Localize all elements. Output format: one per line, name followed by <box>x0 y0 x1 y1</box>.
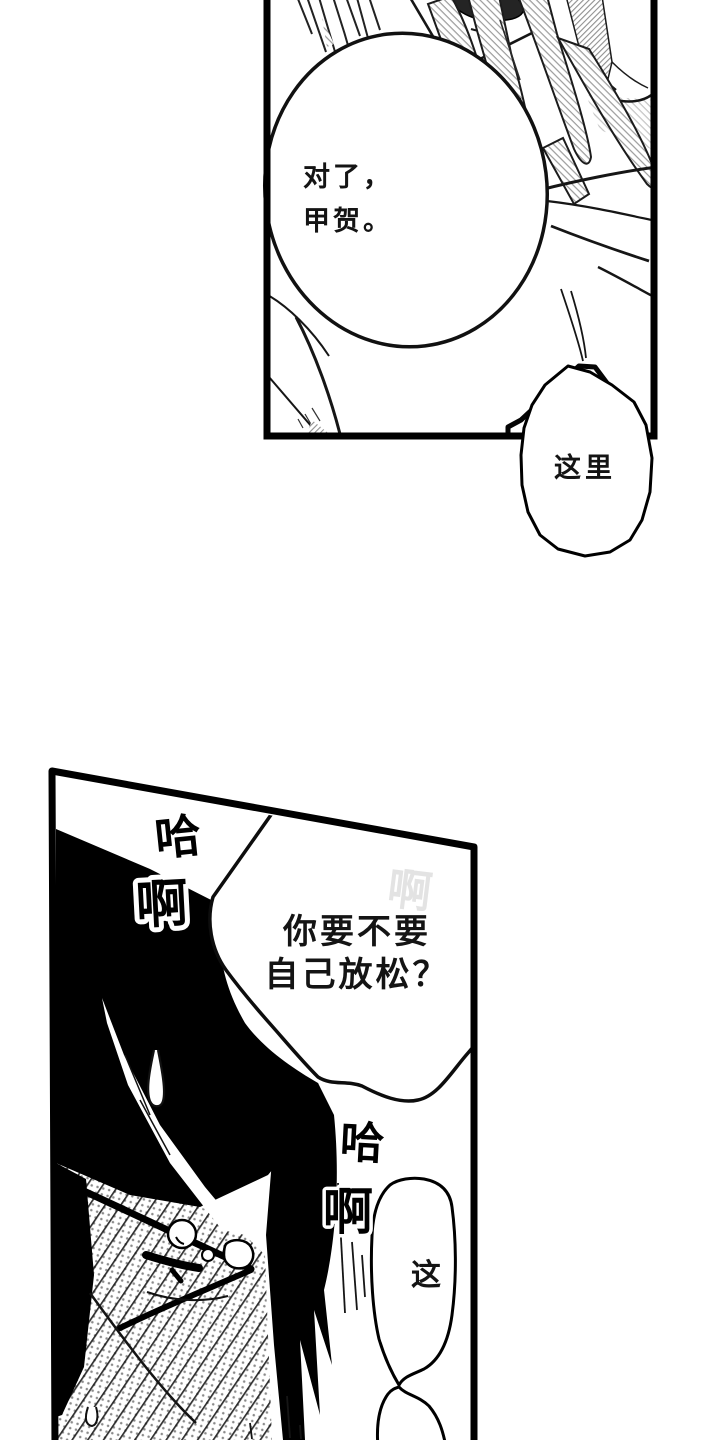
tear-highlight <box>175 1236 185 1245</box>
speech-bubble-main: 对了， 甲贺。 <box>262 31 550 349</box>
bottom-panel-border <box>48 767 478 1440</box>
small-bubble-group: 这 <box>369 1176 457 1440</box>
lower-lid-curve <box>117 1267 254 1331</box>
hair-tone-fleck <box>322 18 334 47</box>
closed-eye-lash <box>142 1251 203 1272</box>
side-bubble-here: 这里 <box>519 364 654 558</box>
cheek-contour <box>88 1292 197 1424</box>
dialogue-line-2: 甲贺。 <box>303 206 393 236</box>
corner-tone <box>307 420 329 433</box>
eye <box>55 1175 255 1331</box>
tear-drop-small <box>201 1248 215 1262</box>
speed-lines <box>249 1182 366 1440</box>
bottom-panel: 啊 你要不要 自己放松？ 这 哈 啊 哈 啊 <box>48 767 478 1440</box>
dialogue2-line-1: 你要不要 <box>282 913 431 951</box>
top-panel-border <box>263 0 658 440</box>
side-bubble-text: 这里 <box>554 452 616 483</box>
sfx-ah-left: 啊 <box>135 875 190 936</box>
speech-bubble-main-2: 啊 你要不要 自己放松？ <box>208 810 472 1103</box>
under-eye-line <box>146 1291 229 1302</box>
bottom-panel-art: 啊 你要不要 自己放松？ 这 哈 啊 哈 啊 <box>55 804 472 1440</box>
sweat-drip <box>147 1049 166 1108</box>
small-bubble-upper <box>369 1176 457 1388</box>
sfx-ha-right: 哈 <box>339 1118 386 1169</box>
sfx-ah-right: 啊 <box>323 1184 373 1240</box>
tear-blob <box>222 1238 255 1270</box>
wedge-speed-lines <box>124 1054 171 1156</box>
sfx-ha-left: 哈 <box>152 809 203 866</box>
small-bubble-lower <box>376 1385 448 1440</box>
ear-detail <box>611 61 649 89</box>
dialogue-line-1: 对了， <box>303 162 393 192</box>
dialogue2-line-2: 自己放松？ <box>265 956 450 994</box>
ghost-sfx: 啊 <box>385 864 435 918</box>
small-bubble-text: 这 <box>411 1258 441 1292</box>
tear-drop-large <box>166 1218 198 1250</box>
lash-tick <box>169 1267 184 1284</box>
hair-black-mass <box>56 829 337 1440</box>
sweat-drop-small <box>84 1406 99 1428</box>
top-panel: 对了， 甲贺。 这里 <box>262 0 658 558</box>
